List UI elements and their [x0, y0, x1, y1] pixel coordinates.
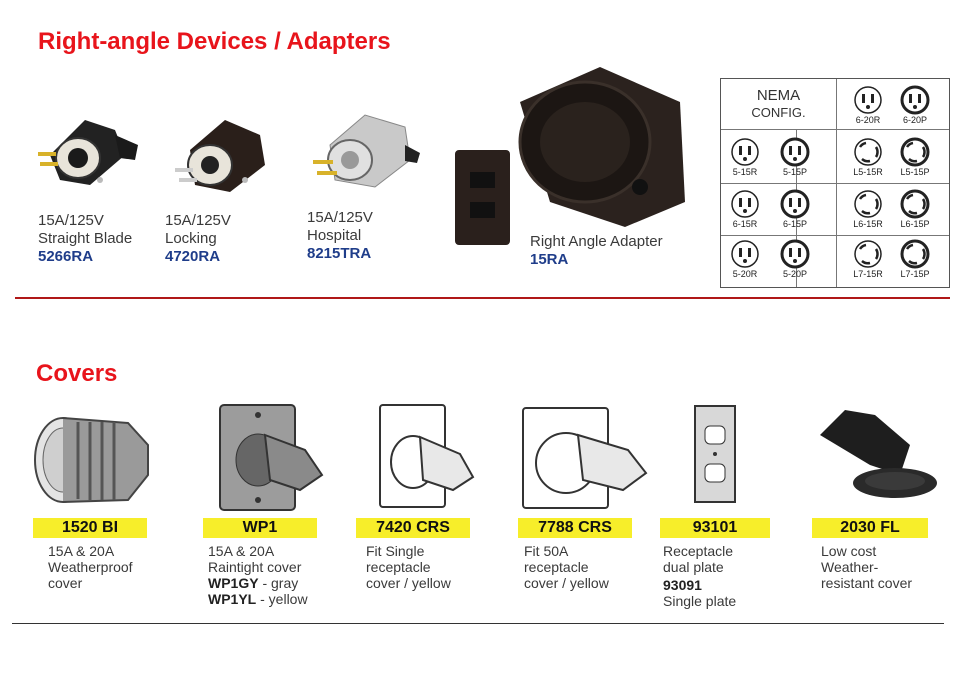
- badge-wp1: WP1: [203, 518, 317, 538]
- nema-cell-2: 5-15R: [721, 137, 769, 177]
- section-title-right-angle: Right-angle Devices / Adapters: [38, 28, 391, 55]
- section-divider-bottom: [12, 623, 944, 624]
- nema-outlet-icon: [854, 190, 882, 218]
- nema-label: 5-20P: [782, 269, 808, 279]
- nema-outlet-icon: [854, 240, 882, 268]
- nema-cell-12: L7-15R: [844, 239, 892, 279]
- right-angle-adapter-image: [455, 67, 685, 245]
- nema-outlet-icon: [900, 189, 930, 219]
- nema-label: L6-15P: [900, 219, 930, 229]
- nema-cell-9: L6-15P: [891, 189, 939, 229]
- nema-cell-1: 6-20P: [891, 85, 939, 125]
- nema-cell-7: 6-15P: [771, 189, 819, 229]
- nema-cell-3: 5-15P: [771, 137, 819, 177]
- nema-label: L5-15R: [853, 167, 883, 177]
- nema-outlet-icon: [900, 239, 930, 269]
- nema-cell-8: L6-15R: [844, 189, 892, 229]
- plug-8215tra-image: [313, 114, 420, 188]
- plug-4720ra-image: [175, 120, 265, 192]
- nema-label: 5-15R: [732, 167, 758, 177]
- nema-label: 6-20R: [855, 115, 881, 125]
- badge-7420crs: 7420 CRS: [356, 518, 470, 538]
- nema-outlet-icon: [854, 86, 882, 114]
- section-divider-top: [15, 297, 950, 299]
- nema-cell-6: 6-15R: [721, 189, 769, 229]
- nema-outlet-icon: [854, 138, 882, 166]
- badge-2030fl: 2030 FL: [812, 518, 928, 538]
- nema-label: L5-15P: [900, 167, 930, 177]
- badge-7788crs: 7788 CRS: [518, 518, 632, 538]
- cover-1520bi-image: [34, 417, 149, 503]
- badge-93101: 93101: [660, 518, 770, 538]
- nema-outlet-icon: [731, 138, 759, 166]
- nema-cell-5: L5-15P: [891, 137, 939, 177]
- nema-outlet-icon: [780, 137, 810, 167]
- nema-label: L7-15P: [900, 269, 930, 279]
- plug-5266ra-image: [38, 120, 138, 185]
- nema-outlet-icon: [731, 190, 759, 218]
- nema-cell-13: L7-15P: [891, 239, 939, 279]
- cover-2030fl-image: [820, 410, 937, 498]
- nema-outlet-icon: [900, 85, 930, 115]
- nema-label: 6-15R: [732, 219, 758, 229]
- cover-wp1-image: [219, 404, 324, 511]
- nema-outlet-icon: [780, 189, 810, 219]
- nema-label: L7-15R: [853, 269, 883, 279]
- nema-label: 5-15P: [782, 167, 808, 177]
- cover-7788crs-image: [522, 407, 648, 509]
- section-title-covers: Covers: [36, 360, 118, 387]
- nema-cell-0: 6-20R: [844, 85, 892, 125]
- cover-93101-image: [694, 405, 736, 503]
- nema-label: L6-15R: [853, 219, 883, 229]
- nema-outlet-icon: [731, 240, 759, 268]
- nema-label: 5-20R: [732, 269, 758, 279]
- nema-cell-10: 5-20R: [721, 239, 769, 279]
- nema-cell-11: 5-20P: [771, 239, 819, 279]
- badge-1520bi: 1520 BI: [33, 518, 147, 538]
- nema-outlet-icon: [780, 239, 810, 269]
- nema-label: 6-15P: [782, 219, 808, 229]
- nema-label: 6-20P: [902, 115, 928, 125]
- nema-outlet-icon: [900, 137, 930, 167]
- nema-cell-4: L5-15R: [844, 137, 892, 177]
- cover-7420crs-image: [379, 404, 475, 508]
